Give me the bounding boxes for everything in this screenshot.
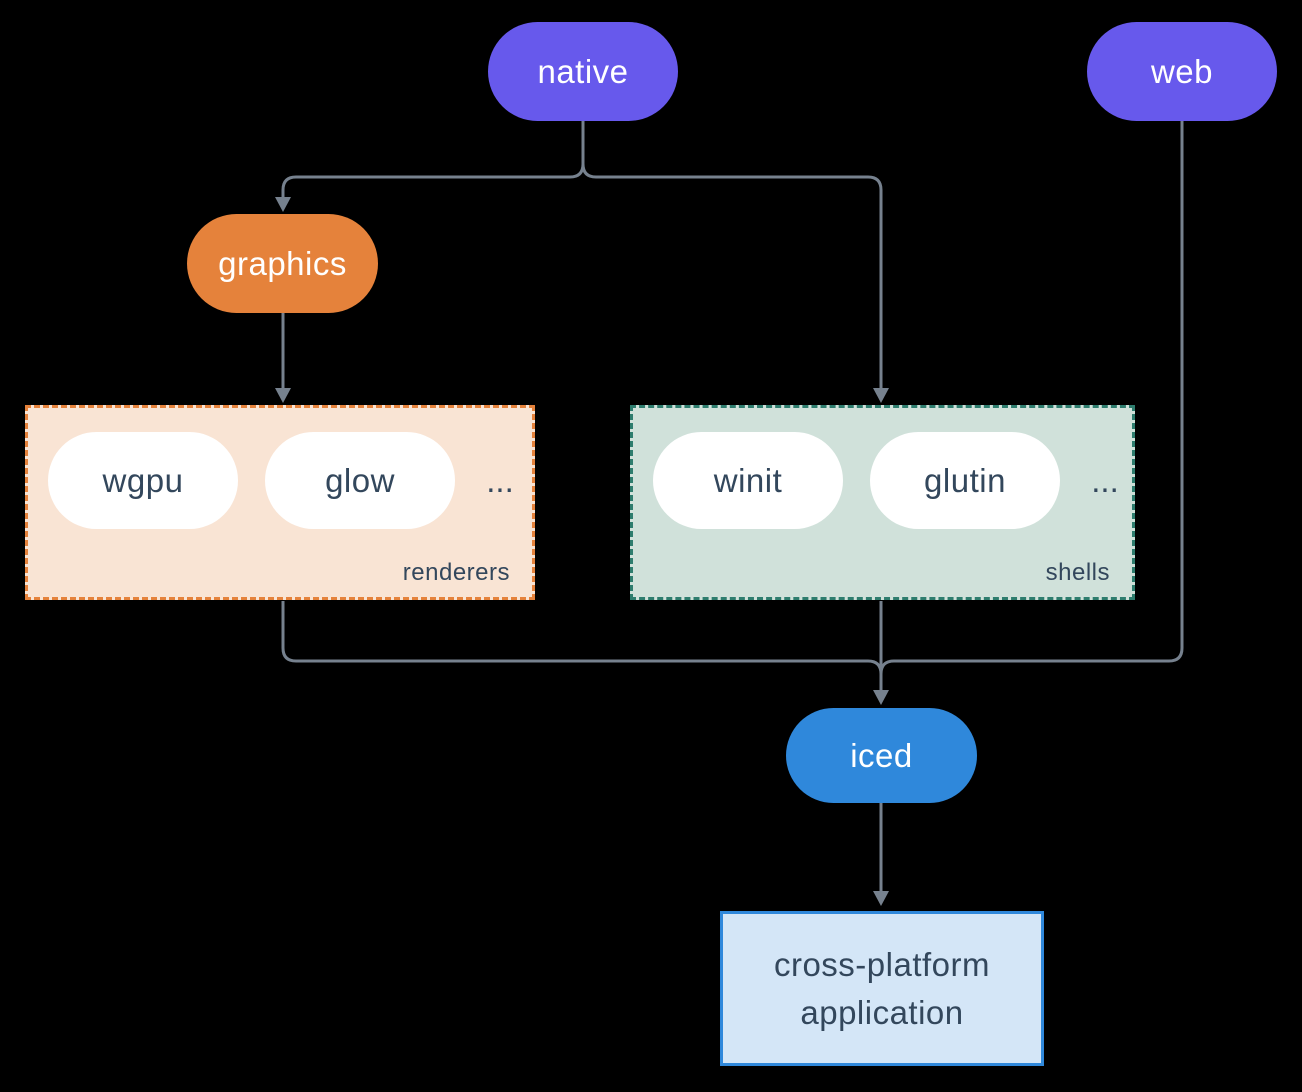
arrowhead-into-iced: [873, 690, 889, 705]
node-native: native: [488, 22, 678, 121]
node-glow-label: glow: [325, 461, 395, 499]
app-label-line1: cross-platform: [773, 945, 991, 983]
edge-native-graphics: [281, 121, 585, 198]
arrowhead-iced-app: [873, 891, 889, 906]
node-web: web: [1087, 22, 1277, 121]
arrowhead-graphics-renderers: [275, 388, 291, 403]
node-winit-label: winit: [713, 461, 783, 499]
node-graphics-label: graphics: [218, 244, 347, 282]
arrowhead-native-graphics: [275, 197, 291, 212]
renderers-ellipsis: ...: [486, 461, 514, 499]
shells-group-label: shells: [1045, 559, 1110, 586]
edge-renderers-iced: [281, 601, 883, 675]
arrowhead-native-shells: [873, 388, 889, 403]
node-winit: winit: [653, 432, 843, 529]
app-label-line2: application: [800, 993, 964, 1031]
group-renderers: wgpu glow ... renderers: [25, 405, 535, 600]
renderers-group-label: renderers: [402, 559, 510, 586]
node-glow: glow: [265, 432, 455, 529]
node-native-label: native: [537, 52, 629, 90]
edge-native-shells: [581, 163, 883, 388]
node-iced-label: iced: [850, 736, 913, 774]
node-iced: iced: [786, 708, 977, 803]
shells-ellipsis: ...: [1091, 461, 1119, 499]
node-glutin: glutin: [870, 432, 1060, 529]
node-wgpu-label: wgpu: [102, 461, 184, 499]
node-glutin-label: glutin: [924, 461, 1006, 499]
node-graphics: graphics: [187, 214, 378, 313]
node-web-label: web: [1150, 52, 1214, 90]
node-wgpu: wgpu: [48, 432, 238, 529]
group-shells: winit glutin ... shells: [630, 405, 1135, 600]
node-cross-platform-application: cross-platform application: [720, 911, 1044, 1066]
